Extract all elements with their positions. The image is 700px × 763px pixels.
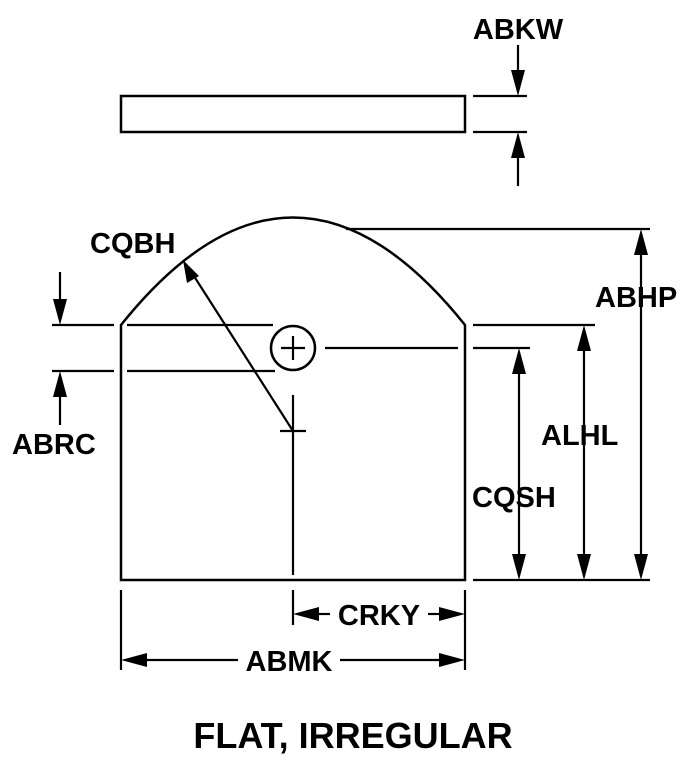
abrc-dimension: ABRC [12, 272, 114, 461]
cqbh-dimension: CQBH [90, 228, 294, 432]
drawing-title: FLAT, IRREGULAR [193, 715, 512, 756]
label-abkw: ABKW [473, 14, 564, 46]
alhl-arrowhead-bottom [577, 554, 591, 580]
crky-arrowhead-right [439, 607, 465, 621]
label-abrc: ABRC [12, 429, 96, 461]
cqsh-arrowhead-bottom [512, 554, 526, 580]
front-view [119, 216, 467, 582]
side-view: ABKW [119, 14, 564, 186]
abmk-arrowhead-left [121, 653, 147, 667]
cqbh-arrowhead [183, 260, 199, 283]
abrc-arrowhead-bottom [53, 371, 67, 397]
cqsh-arrowhead-top [512, 348, 526, 374]
abhp-arrowhead-bottom [634, 554, 648, 580]
abkw-arrowhead-bottom [511, 132, 525, 158]
bottom-dimensions: CRKY ABMK [119, 590, 467, 678]
label-crky: CRKY [338, 600, 420, 632]
abmk-arrowhead-right [439, 653, 465, 667]
label-alhl: ALHL [541, 420, 618, 452]
crky-arrowhead-left [293, 607, 319, 621]
alhl-arrowhead-top [577, 325, 591, 351]
hole-circle [269, 324, 317, 372]
label-abmk: ABMK [246, 646, 333, 678]
right-dimensions: CQSH ALHL ABHP [346, 227, 677, 582]
abkw-arrowhead-top [511, 70, 525, 96]
front-view-outline [119, 216, 467, 582]
side-view-outline [119, 94, 467, 134]
cqbh-radius-line [191, 272, 294, 432]
label-cqbh: CQBH [90, 228, 175, 260]
label-cqsh: CQSH [472, 482, 556, 514]
abhp-arrowhead-top [634, 229, 648, 255]
abrc-arrowhead-top [53, 299, 67, 325]
label-abhp: ABHP [595, 282, 677, 314]
